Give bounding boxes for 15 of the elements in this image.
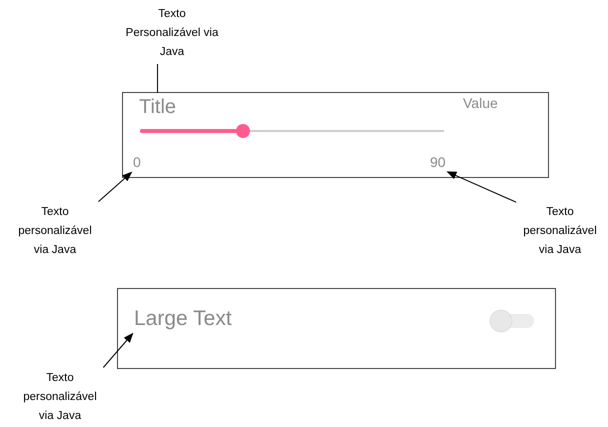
callout-text: Texto personalizável via Java [518,203,602,260]
arrow [102,332,134,368]
max-value-text: 90 [430,153,446,171]
title-text: Title [139,95,176,119]
switch-panel [117,288,556,369]
callout-text: Texto personalizável via Java [13,203,97,260]
callout-text: Texto Personalizável via Java [122,5,222,62]
arrow [98,172,132,202]
leader-line [157,64,158,94]
callout-text: Texto personalizável via Java [18,369,102,426]
slider-panel [122,92,549,178]
min-value-text: 0 [133,153,141,171]
arrow [446,171,517,203]
value-text: Value [463,94,498,112]
large-text: Large Text [134,306,232,332]
